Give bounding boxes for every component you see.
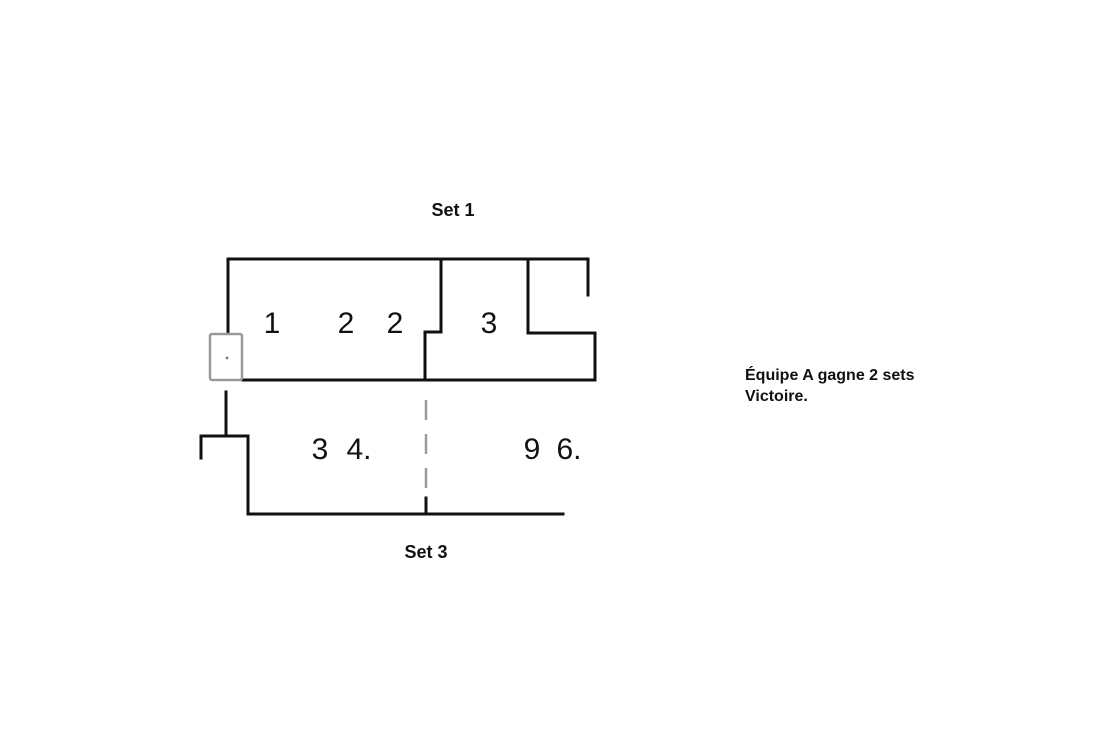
set3-score-1: 3 xyxy=(312,433,329,466)
set1-score-4: 3 xyxy=(481,307,498,340)
result-note-line-1: Équipe A gagne 2 sets xyxy=(745,367,915,384)
set1-divider-b xyxy=(526,257,597,382)
result-note-line-2: Victoire. xyxy=(745,388,808,405)
set1-score-3: 2 xyxy=(387,307,404,340)
set3-score-2: 4. xyxy=(346,433,371,466)
set1-top-left-wall xyxy=(226,257,590,338)
result-note: Équipe A gagne 2 sets Victoire. xyxy=(745,365,915,407)
set3-title: Set 3 xyxy=(404,542,447,562)
set3-score-4: 6. xyxy=(556,433,581,466)
set1-divider-a xyxy=(423,257,443,382)
set3-score-3: 9 xyxy=(524,433,541,466)
set3-left-wall xyxy=(199,434,565,516)
set1-score-2: 2 xyxy=(338,307,355,340)
set1-title: Set 1 xyxy=(431,200,474,220)
door-marker-icon xyxy=(208,332,244,382)
set1-score-1: 1 xyxy=(264,307,281,340)
set1-outline xyxy=(226,257,597,382)
set3-outline xyxy=(199,390,565,516)
